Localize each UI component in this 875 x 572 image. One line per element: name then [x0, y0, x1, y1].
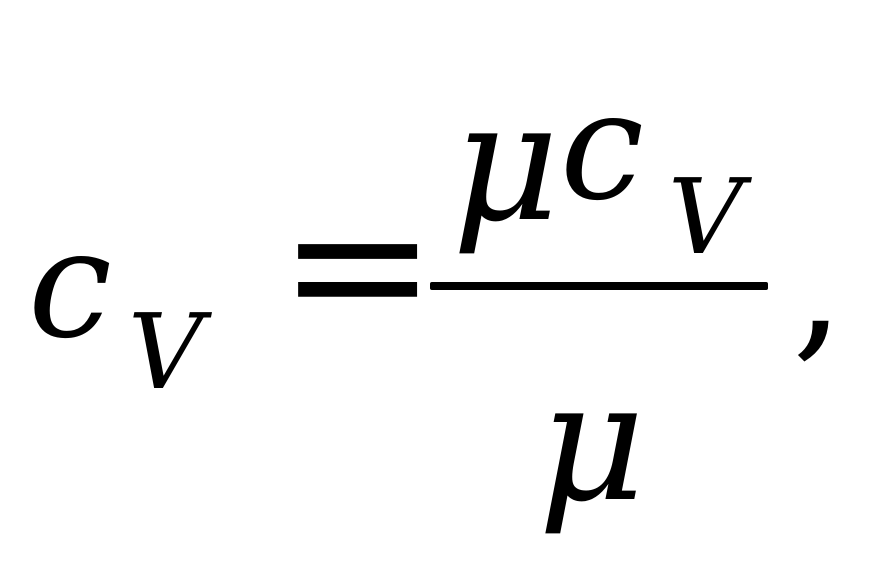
- numerator-factor: μ: [452, 66, 560, 258]
- numerator-symbol: c: [560, 60, 645, 234]
- trailing-comma: ,: [792, 186, 845, 378]
- fraction-bar: [430, 282, 768, 290]
- lhs-subscript: V: [128, 291, 204, 413]
- denominator: μ: [538, 346, 646, 538]
- lhs-symbol: c: [28, 198, 113, 372]
- numerator-subscript: V: [668, 156, 744, 278]
- equals-sign: =: [278, 154, 438, 375]
